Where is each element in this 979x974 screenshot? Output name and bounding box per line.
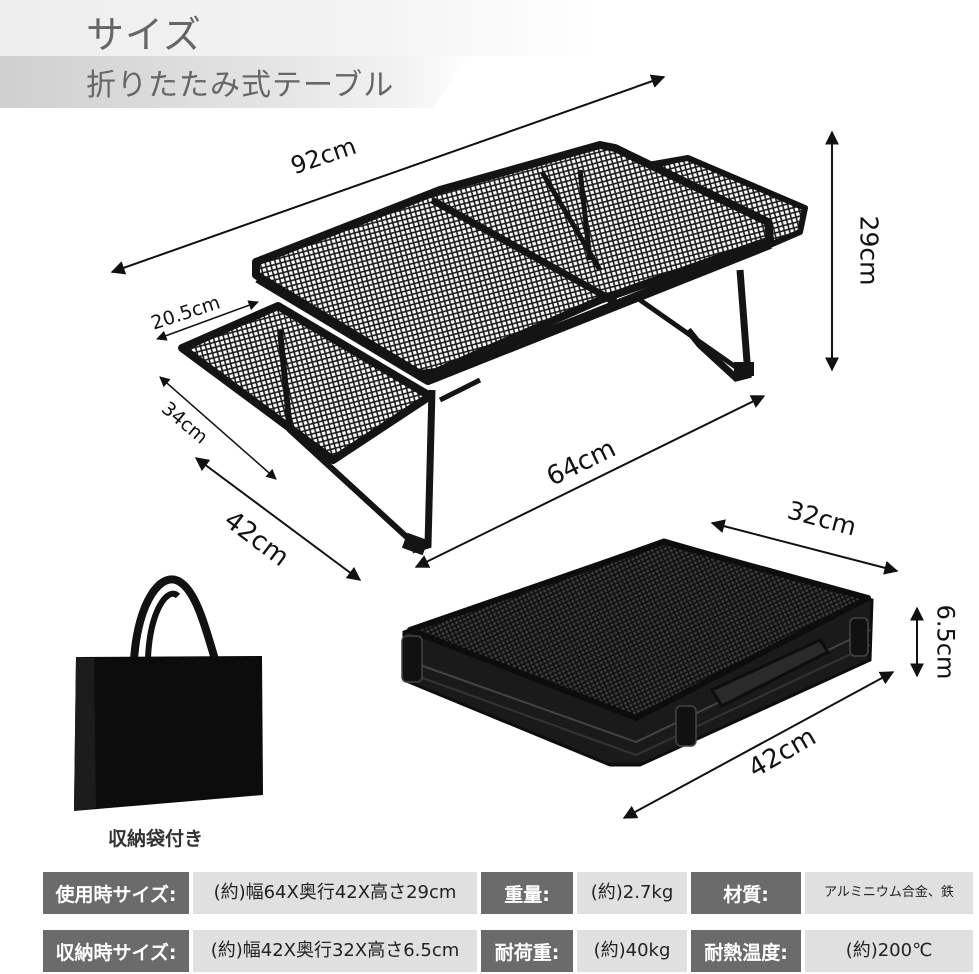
spec-key-material: 材質:	[691, 872, 801, 914]
spec-key-heat-resistance: 耐熱温度:	[691, 930, 801, 972]
page-title: サイズ	[86, 13, 202, 57]
spec-value-size-in-use: (約)幅64X奥行42X高さ29cm	[193, 872, 477, 914]
spec-value-load-capacity: (約)40kg	[577, 930, 687, 972]
spec-key-size-in-use: 使用時サイズ:	[43, 872, 189, 914]
header-band-top	[0, 0, 600, 56]
folded-table	[401, 538, 874, 767]
spec-row-in-use: 使用時サイズ: (約)幅64X奥行42X高さ29cm 重量: (約)2.7kg …	[43, 872, 973, 914]
dim-height: 29cm	[854, 215, 884, 286]
spec-key-size-folded: 収納時サイズ:	[43, 930, 189, 972]
product-illustration	[74, 74, 924, 819]
dim-folded-thickness: 6.5cm	[931, 604, 960, 680]
spec-row-folded: 収納時サイズ: (約)幅42X奥行32X高さ6.5cm 耐荷重: (約)40kg…	[43, 930, 973, 972]
spec-key-weight: 重量:	[481, 872, 573, 914]
dimension-arrows	[110, 74, 924, 819]
spec-value-material: アルミニウム合金、鉄	[805, 872, 973, 914]
spec-value-heat-resistance: (約)200℃	[805, 930, 973, 972]
bag-caption: 収納袋付き	[108, 828, 204, 850]
storage-bag	[74, 575, 263, 811]
open-table	[178, 141, 808, 556]
spec-value-weight: (約)2.7kg	[577, 872, 687, 914]
spec-value-size-folded: (約)幅42X奥行32X高さ6.5cm	[193, 930, 477, 972]
spec-key-load-capacity: 耐荷重:	[481, 930, 573, 972]
